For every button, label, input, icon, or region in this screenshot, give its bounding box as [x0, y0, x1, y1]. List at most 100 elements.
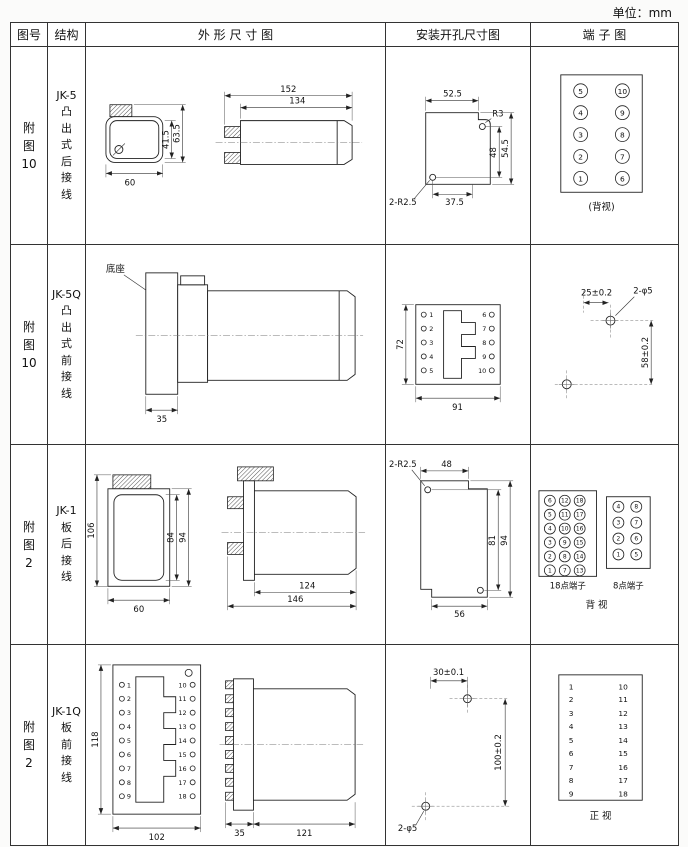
- terminal-column-right: 10 9 8 7 6: [615, 83, 630, 186]
- terminal-number: 13: [618, 722, 628, 731]
- fig-number-text: 附 图 2: [22, 519, 35, 570]
- dim-hole-spacing: 81: [487, 535, 497, 546]
- terminal-number: 2: [127, 695, 131, 703]
- dim-body-length: 121: [296, 828, 312, 838]
- label-holes: 2-φ5: [633, 286, 652, 296]
- terminal-number: 15: [618, 749, 628, 758]
- terminal-grid-8: 4 8 3 7 2 6 1 5: [612, 500, 643, 561]
- view-caption: (背视): [588, 201, 614, 213]
- mounting-dims-top: 30±0.1: [430, 667, 468, 691]
- terminal-number: 17: [618, 776, 628, 785]
- dim-hole-spacing: 48: [488, 147, 498, 158]
- fig-number-text: 附 图 10: [21, 319, 37, 370]
- terminal-number: 6: [620, 174, 625, 183]
- terminal-number: 10: [618, 87, 628, 96]
- fig-number-row2: 附 图 10: [11, 245, 48, 445]
- side-dims: 35 121: [225, 802, 356, 838]
- dim-body-length: 134: [289, 96, 305, 106]
- hole-bottom-left: [429, 173, 437, 181]
- terminal-column-left: 5 4 3 2 1: [573, 83, 589, 186]
- label-holes: 2-R2.5: [389, 197, 417, 207]
- terminal-number: 9: [563, 539, 567, 546]
- base-label: 底座: [106, 263, 125, 275]
- jk1-terminal-drawing: 6 12 18 5 11 17 4 10 16 3 9 15 2 8 14 1: [538, 490, 651, 611]
- terminal-column-right: 6 7 8 9 10: [478, 311, 495, 375]
- terminal-number: 14: [178, 737, 186, 745]
- jk1q-terminal-drawing: 1 2 3 4 5 6 7 8 9 10 11 12 13 14 15: [558, 674, 643, 822]
- hole-top-left: [424, 486, 432, 494]
- terminal-column-right: 10 11 12 13 14 15 16 17 18: [618, 682, 628, 798]
- terminal-number: 11: [618, 695, 628, 704]
- fig-number-row1: 附 图 10: [11, 47, 48, 245]
- terminal-cell-jk5: 5 4 3 2 1 10 9 8 7 6 (背视): [531, 47, 679, 245]
- side-view: [221, 466, 366, 581]
- label-holes: 2-φ5: [398, 823, 417, 833]
- terminal-number: 5: [127, 737, 131, 745]
- terminal-number: 2: [617, 536, 621, 543]
- dim-top-width: 52.5: [443, 89, 462, 99]
- terminal-column-left: 1 2 3 4 5 6 7 8 9: [569, 682, 574, 798]
- base-dims: 35: [145, 396, 178, 424]
- dim-bottom-width: 56: [454, 609, 465, 619]
- side-view: [135, 272, 364, 395]
- terminal-number: 6: [548, 498, 552, 505]
- dim-outer-height: 63.5: [172, 124, 182, 143]
- structure-text: JK-1 板 后 接 线: [56, 504, 77, 584]
- terminal-column-left: 1 2 3 4 5 6 7 8 9: [118, 681, 131, 801]
- side-view: [215, 120, 363, 165]
- front-view: [112, 664, 202, 815]
- terminal-number: 5: [634, 551, 638, 558]
- front-dims: 118 102: [90, 664, 201, 842]
- jk1q-outline-drawing: 1 2 3 4 5 6 7 8 9 10 11 12 13 14 15: [90, 664, 364, 842]
- terminal-number: 17: [576, 512, 584, 519]
- terminal-number: 1: [548, 567, 552, 574]
- cutout-outline: [425, 112, 491, 185]
- mounting-dims: 2-R2.5 48 81 94 5: [389, 459, 514, 619]
- terminal-grid-18: 6 12 18 5 11 17 4 10 16 3 9 15 2 8 14 1: [544, 494, 586, 577]
- hole-top: [590, 304, 655, 339]
- structure-text: JK-1Q 板 前 接 线: [52, 704, 81, 784]
- terminal-number: 2: [569, 695, 574, 704]
- jk5q-outline-drawing: 底座 35: [106, 263, 364, 424]
- fig-number-text: 附 图 10: [21, 120, 37, 171]
- terminal-number: 8: [620, 131, 625, 140]
- dim-outer-height: 94: [499, 535, 509, 546]
- terminal-number: 18: [576, 498, 584, 505]
- terminal-number: 10: [178, 681, 186, 689]
- terminal-number: 9: [620, 109, 625, 118]
- terminal-number: 5: [569, 736, 574, 745]
- jk5-terminal-drawing: 5 4 3 2 1 10 9 8 7 6 (背视): [560, 74, 643, 213]
- terminal-number: 5: [578, 87, 583, 96]
- dim-total-height: 106: [86, 523, 96, 539]
- terminal-dims: 25±0.2 2-φ5 58±0.2: [581, 286, 654, 385]
- side-view: [219, 678, 364, 811]
- terminal-number: 1: [127, 681, 131, 689]
- header-fig: 图号: [11, 23, 48, 47]
- terminal-number: 14: [576, 553, 584, 560]
- header-terminal-drawing: 端 子 图: [531, 23, 679, 47]
- jk5q-mounting-drawing: 1 2 3 4 5 6 7 8 9 10 72: [395, 304, 501, 412]
- terminal-column-right: 10 11 12 13 14 15 16 17 18: [178, 681, 196, 801]
- terminal-number: 6: [634, 536, 638, 543]
- structure-text: JK-5Q 凸 出 式 前 接 线: [52, 287, 81, 400]
- outline-cell-jk5: 60 41.5 63.5: [86, 47, 386, 245]
- terminal-block-8-outline: [606, 496, 651, 569]
- terminal-number: 15: [576, 539, 584, 546]
- terminal-number: 12: [178, 709, 186, 717]
- dim-total-length: 146: [287, 594, 303, 604]
- hole-top-right: [478, 123, 486, 131]
- terminal-number: 2: [548, 553, 552, 560]
- header-outline-drawing: 外 形 尺 寸 图: [86, 23, 386, 47]
- terminal-number: 9: [569, 790, 574, 799]
- terminal-number: 7: [634, 520, 638, 527]
- terminal-number: 10: [561, 526, 569, 533]
- terminal-number: 16: [178, 765, 186, 773]
- terminal-number: 7: [569, 763, 574, 772]
- fig-number-text: 附 图 2: [22, 720, 35, 770]
- terminal-number: 1: [578, 174, 583, 183]
- label-holes: 2-R2.5: [389, 459, 417, 469]
- terminal-number: 2: [578, 152, 583, 161]
- terminal-block-outline: [560, 74, 643, 193]
- mounting-cell-jk5q: 1 2 3 4 5 6 7 8 9 10 72: [386, 245, 531, 445]
